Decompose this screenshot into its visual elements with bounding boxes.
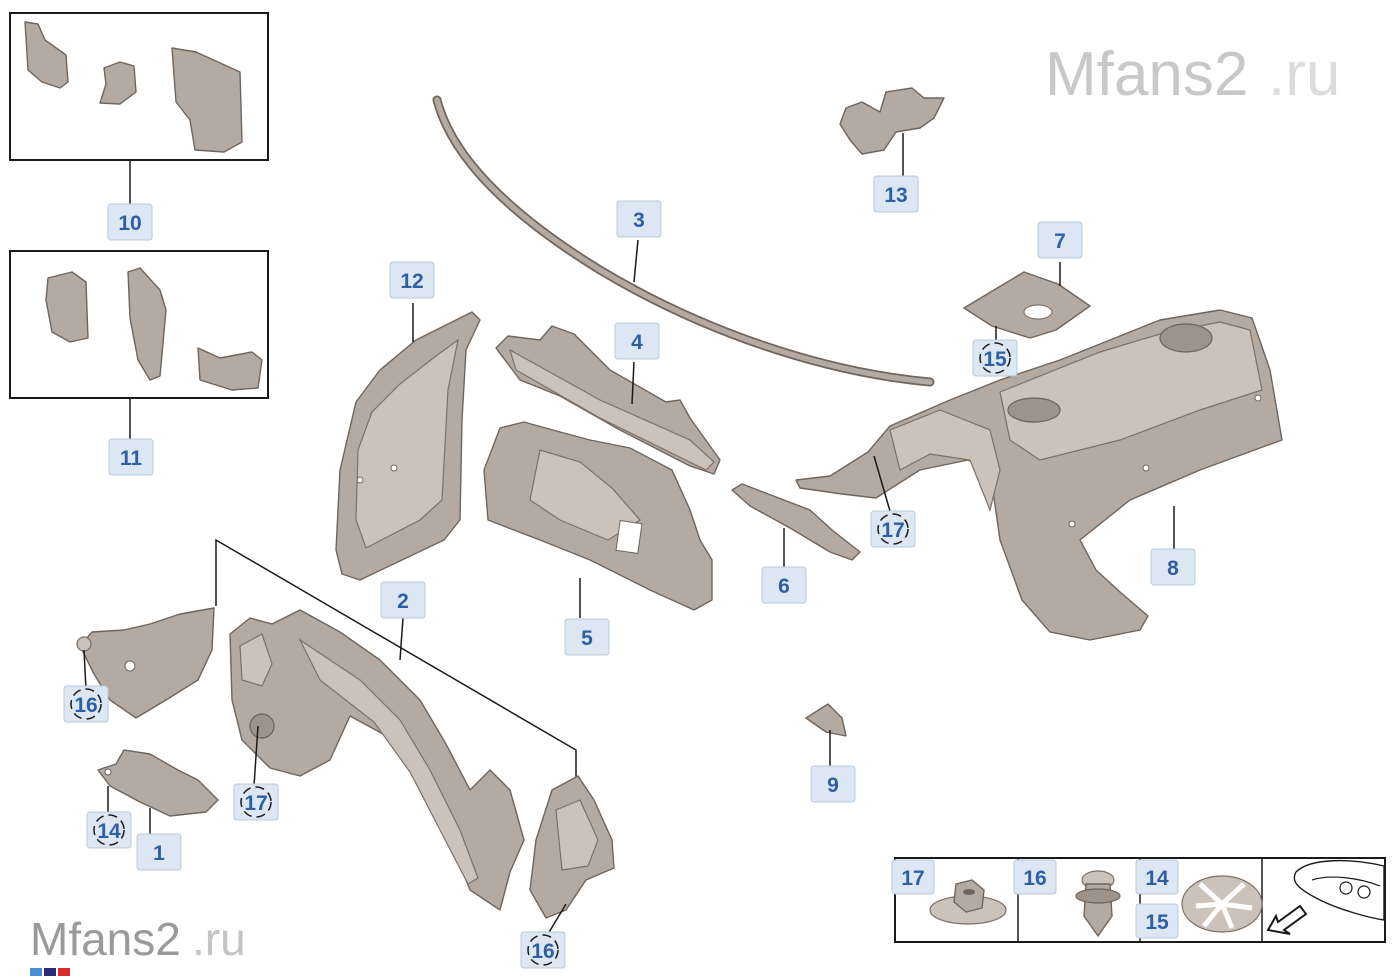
insulation-piece-11b [127, 267, 167, 381]
callout-12-text: 12 [400, 270, 423, 293]
part-7 [963, 262, 1091, 342]
callout-6: 6 [761, 566, 807, 604]
callout-5-text: 5 [581, 627, 593, 650]
callout-16-left-text: 16 [74, 694, 97, 717]
legend-callout-15: 15 [1135, 903, 1179, 939]
callout-10-text: 10 [118, 212, 141, 235]
callout-17-right-text: 17 [881, 519, 904, 542]
callout-13: 13 [873, 175, 919, 213]
car-position-icon [1266, 859, 1385, 935]
part-2a [76, 607, 215, 719]
callout-12: 12 [389, 261, 435, 299]
group-10-box [9, 12, 269, 205]
callout-17-left-text: 17 [244, 792, 267, 815]
legend-callout-14: 14 [1135, 859, 1179, 895]
part-3-seal-strip [432, 95, 935, 387]
part-4 [495, 325, 721, 475]
watermark-top-suffix: .ru [1268, 40, 1340, 109]
part-1 [97, 749, 219, 834]
legend-callout-16-text: 16 [1023, 867, 1046, 890]
callout-13-text: 13 [884, 184, 907, 207]
callout-8: 8 [1150, 548, 1196, 586]
callout-16-bottom-text: 16 [531, 940, 554, 963]
callout-1-text: 1 [153, 842, 165, 865]
insulation-piece-10a [24, 21, 69, 89]
callout-4-text: 4 [631, 331, 643, 354]
group-11-box [9, 250, 269, 440]
part-2c [529, 775, 615, 935]
callout-10: 10 [107, 203, 153, 241]
nut-icon [929, 879, 1007, 925]
watermark-bottom-suffix: .ru [192, 913, 246, 965]
part-13 [839, 87, 945, 176]
watermark-bottom: Mfans2 .ru [30, 913, 246, 976]
part-6 [731, 483, 861, 568]
fastener-legend [894, 857, 1386, 943]
callout-16-left: 16 [63, 685, 109, 723]
callout-9-text: 9 [827, 774, 839, 797]
m-stripes-logo [30, 968, 70, 976]
callout-9: 9 [810, 765, 856, 803]
callout-16-bottom: 16 [520, 931, 566, 969]
callout-6-text: 6 [778, 575, 790, 598]
part-8 [795, 309, 1283, 641]
callout-3-text: 3 [633, 209, 645, 232]
legend-callout-15-text: 15 [1145, 911, 1169, 934]
insulation-piece-10c [171, 47, 243, 153]
part-9 [805, 703, 847, 766]
watermark-bottom-main: Mfans2 [30, 913, 181, 965]
part-2-bracket [215, 538, 577, 778]
watermark-top: Mfans2 .ru [1045, 40, 1340, 109]
callout-11: 11 [108, 438, 154, 476]
callout-11-text: 11 [120, 447, 143, 470]
callout-15: 15 [972, 339, 1018, 377]
callout-14-text: 14 [97, 820, 121, 843]
legend-callout-16: 16 [1013, 859, 1057, 895]
callout-14: 14 [86, 811, 132, 849]
spring-nut-icon [1181, 875, 1263, 933]
insulation-piece-11a [45, 271, 89, 343]
callout-8-text: 8 [1167, 557, 1179, 580]
part-2b [229, 609, 525, 911]
callout-5: 5 [564, 618, 610, 656]
part-5 [483, 421, 713, 618]
callout-1: 1 [136, 833, 182, 871]
callout-17-right: 17 [870, 510, 916, 548]
insulation-piece-11c [197, 347, 263, 391]
callout-2: 2 [380, 581, 426, 619]
callout-17-left: 17 [233, 783, 279, 821]
legend-callout-17-text: 17 [901, 867, 924, 890]
callout-3: 3 [616, 200, 662, 238]
callout-15-text: 15 [983, 348, 1007, 371]
callout-2-text: 2 [397, 590, 409, 613]
callout-7: 7 [1037, 221, 1083, 259]
insulation-piece-10b [99, 61, 137, 105]
callout-7-text: 7 [1054, 230, 1066, 253]
callout-4: 4 [614, 322, 660, 360]
legend-callout-17: 17 [891, 859, 935, 895]
watermark-top-main: Mfans2 [1045, 40, 1248, 109]
clip-icon [1075, 870, 1121, 937]
part-12 [335, 303, 481, 581]
legend-callout-14-text: 14 [1145, 867, 1169, 890]
